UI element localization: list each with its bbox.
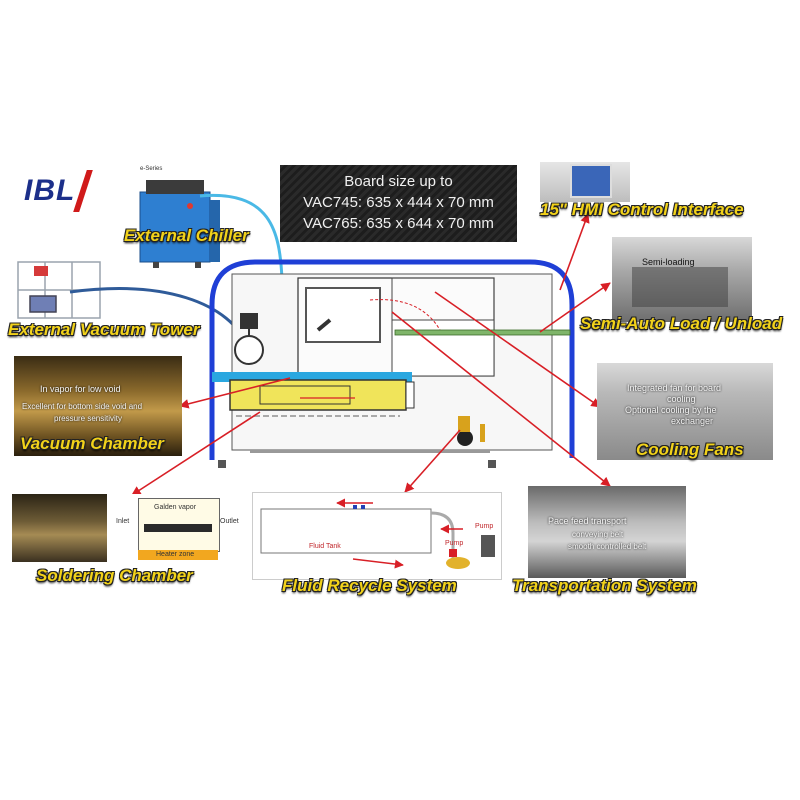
logo-text: IBL bbox=[24, 174, 76, 207]
ibl-logo: IBL bbox=[18, 166, 96, 216]
transport-text-1: Pace feed transport bbox=[548, 516, 627, 526]
label-cooling-fans: Cooling Fans bbox=[636, 440, 744, 459]
arrow-transport bbox=[391, 311, 611, 487]
fluid-recycle-diagram: Fluid Tank Pump Pump bbox=[252, 492, 502, 580]
chiller-unit-drawing bbox=[139, 180, 220, 268]
label-vacuum-chamber: Vacuum Chamber bbox=[20, 434, 164, 453]
soldering-diagram-top: Galden vapor bbox=[154, 504, 197, 511]
chiller-series-text: e-Series bbox=[140, 166, 163, 172]
arrow-fluid bbox=[404, 429, 461, 493]
board-size-spec: Board size up to VAC745: 635 x 444 x 70 … bbox=[280, 165, 517, 242]
pump-bottom-label: Pump bbox=[445, 540, 464, 547]
label-fluid-recycle-system: Fluid Recycle System bbox=[282, 576, 457, 595]
cooling-text-3: Optional cooling by the bbox=[625, 405, 717, 415]
vacuum-chamber-text-2: Excellent for bottom side void and bbox=[22, 402, 143, 411]
spec-line-1: Board size up to bbox=[344, 173, 453, 190]
vacuum-tower-drawing bbox=[17, 261, 101, 319]
label-semi-auto-load-unload: Semi-Auto Load / Unload bbox=[580, 314, 783, 333]
cooling-channel bbox=[212, 372, 412, 382]
transport-text-2: conveying belt bbox=[572, 530, 624, 539]
hmi-screen-drawing bbox=[305, 287, 381, 343]
chiller-hose bbox=[199, 193, 284, 372]
vacuum-chamber-photo: In vapor for low void Excellent for bott… bbox=[14, 356, 182, 456]
hmi-photo bbox=[540, 162, 630, 202]
soldering-diagram-left: Inlet bbox=[116, 518, 130, 525]
cooling-text-4: exchanger bbox=[671, 416, 714, 426]
transport-photo: Pace feed transport conveying belt smoot… bbox=[528, 486, 686, 578]
spec-line-2: VAC745: 635 x 444 x 70 mm bbox=[303, 194, 494, 211]
soldering-diagram-right: Outlet bbox=[220, 518, 239, 525]
cooling-fans-photo: Integrated fan for board cooling Optiona… bbox=[597, 363, 773, 460]
transport-text-3: smooth controlled belt bbox=[568, 542, 647, 551]
vacuum-chamber-text-1: In vapor for low void bbox=[40, 384, 121, 394]
label-external-vacuum-tower: External Vacuum Tower bbox=[8, 320, 200, 339]
soldering-diagram: Galden vapor Heater zone Inlet Outlet bbox=[116, 494, 242, 562]
arrow-soldering bbox=[131, 411, 261, 496]
cooling-text-2: cooling bbox=[667, 394, 696, 404]
pump-top-label: Pump bbox=[475, 523, 494, 530]
semi-auto-text: Semi-loading bbox=[642, 257, 695, 267]
load-conveyor-drawing bbox=[394, 329, 571, 336]
machine-blue-frame bbox=[209, 259, 575, 460]
vacuum-chamber-text-3: pressure sensitivity bbox=[54, 414, 123, 423]
fluid-tank-label: Fluid Tank bbox=[309, 543, 341, 550]
soldering-chamber-drawing bbox=[229, 379, 407, 411]
spec-line-3: VAC765: 635 x 644 x 70 mm bbox=[303, 215, 494, 232]
semi-auto-photo: Semi-loading bbox=[612, 237, 752, 322]
label-soldering-chamber: Soldering Chamber bbox=[36, 566, 193, 585]
label-external-chiller: External Chiller bbox=[124, 226, 249, 245]
arrow-semi-auto bbox=[539, 282, 611, 333]
cooling-text-1: Integrated fan for board bbox=[627, 383, 722, 393]
arrow-hmi bbox=[559, 213, 590, 291]
label-transportation-system: Transportation System bbox=[512, 576, 697, 595]
soldering-chamber-photo bbox=[12, 494, 107, 562]
label-hmi-control-interface: 15" HMI Control Interface bbox=[540, 200, 744, 219]
fluid-diagram-lines bbox=[260, 498, 495, 569]
arrow-vacuum-chamber bbox=[179, 377, 291, 409]
soldering-diagram-bottom: Heater zone bbox=[156, 551, 195, 558]
pump-drawing bbox=[234, 335, 264, 365]
arrow-cooling bbox=[434, 291, 601, 408]
